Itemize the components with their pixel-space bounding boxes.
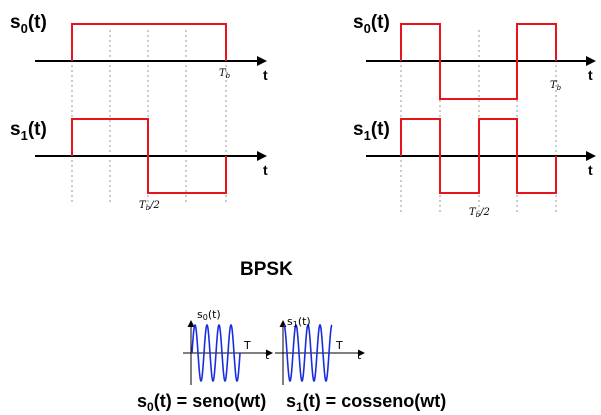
signal-waveform: [400, 23, 557, 100]
section-heading: BPSK: [240, 259, 293, 280]
panel-top-left: s0(t) t Tb: [10, 12, 268, 83]
period-label: Tb: [550, 80, 562, 92]
axis-label: t: [263, 162, 268, 178]
mini-period-label: T: [335, 339, 343, 352]
signal-label: s0(t): [10, 12, 47, 36]
period-label: Tb/2: [139, 200, 160, 212]
axis-label: t: [588, 67, 593, 83]
panel-top-right: s0(t) t Tb: [353, 12, 596, 100]
panel-bottom-right: s1(t) t Tb/2: [353, 118, 596, 219]
formula-s1: s1(t) = cosseno(wt): [286, 391, 446, 414]
signal-label: s1(t): [10, 119, 47, 143]
period-label: Tb/2: [469, 207, 490, 219]
mini-signal-label: s0(t): [197, 308, 221, 322]
mini-period-label: T: [243, 339, 251, 352]
signal-waveform: [400, 118, 557, 194]
signal-label: s1(t): [353, 119, 390, 143]
cosine-wave: [283, 323, 333, 383]
mini-signal-label: s1(t): [287, 315, 311, 329]
formula-s0: s0(t) = seno(wt): [137, 391, 266, 414]
panel-bottom-left: s1(t) t Tb/2: [10, 118, 268, 212]
signal-waveform: [71, 118, 227, 194]
sine-wave: [191, 324, 241, 382]
mini-plot-left: s0(t) T t: [183, 308, 273, 385]
signal-label: s0(t): [353, 12, 390, 36]
axis-label: t: [588, 162, 593, 178]
mini-plot-right: s1(t) T t: [275, 315, 365, 385]
signal-waveform: [71, 23, 227, 61]
mini-axis-label: t: [265, 349, 270, 362]
mini-axis-label: t: [357, 349, 362, 362]
period-label: Tb: [219, 68, 231, 80]
axis-label: t: [263, 67, 268, 83]
